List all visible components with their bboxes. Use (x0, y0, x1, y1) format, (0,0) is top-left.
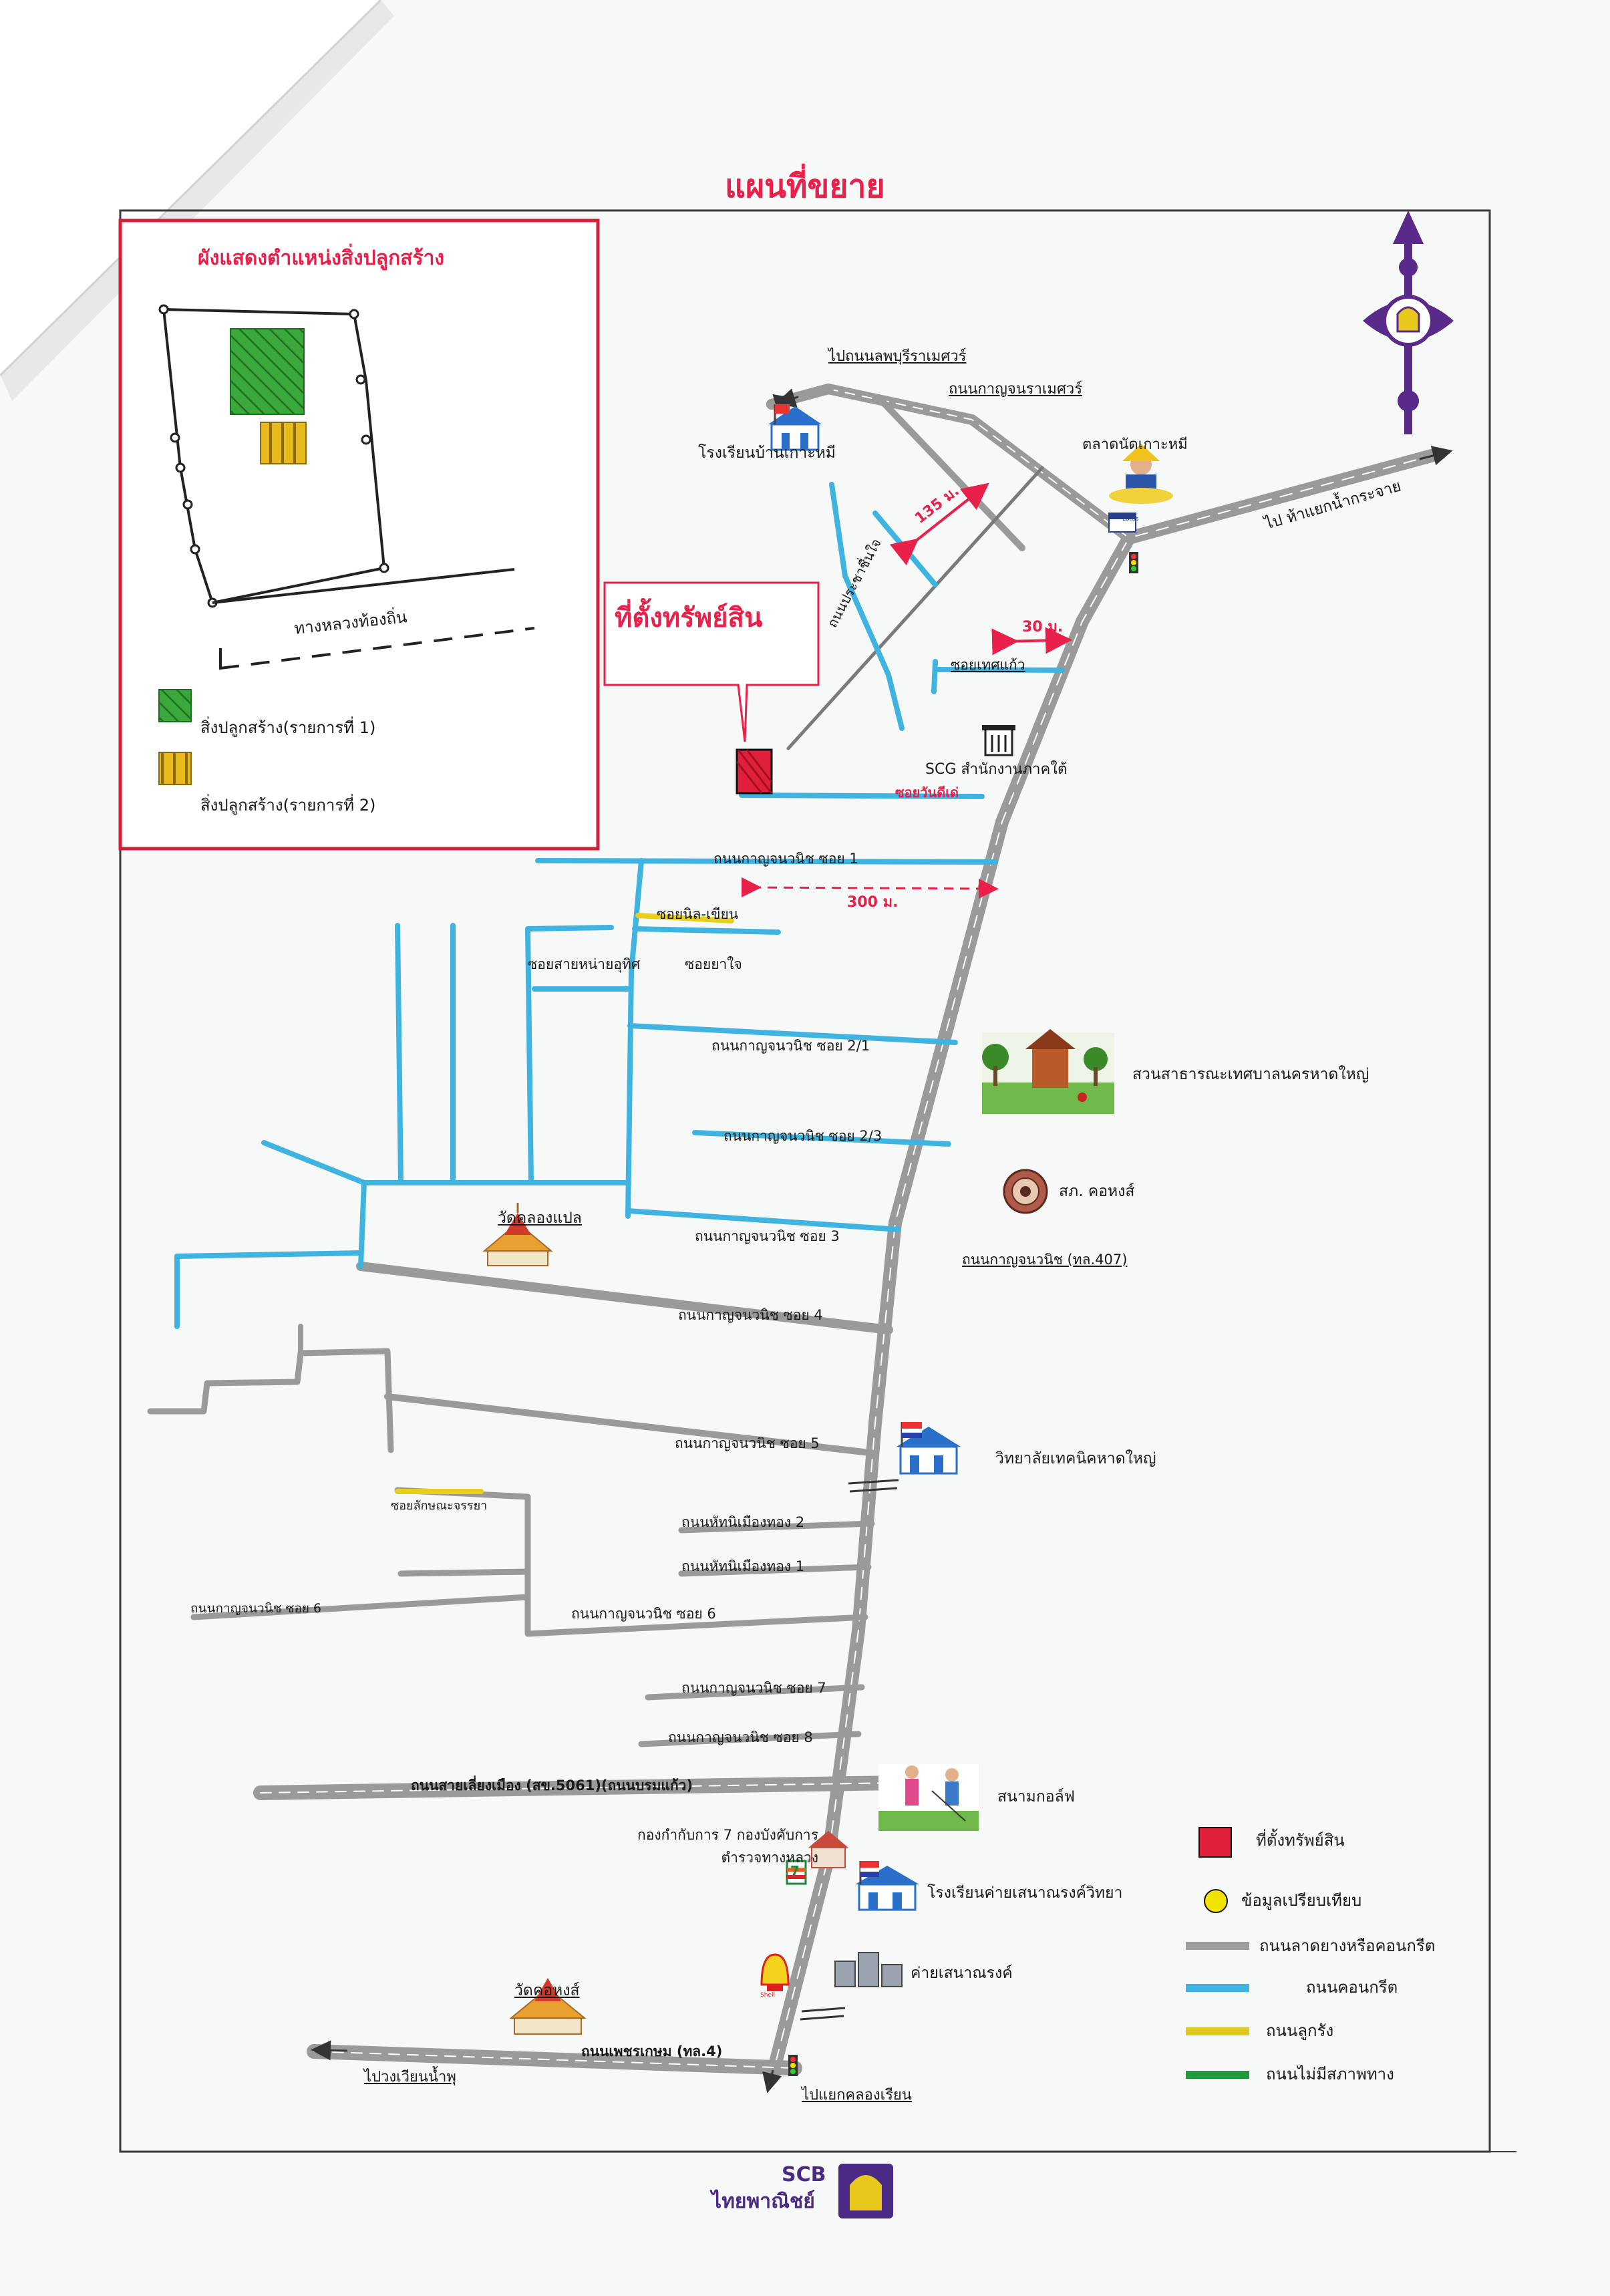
camp-school-icon (855, 1861, 919, 1911)
shell-icon (760, 1953, 790, 1991)
road-kw-soi8: ถนนกาญจนวนิช ซอย 8 (668, 1729, 813, 1745)
distance-markers (741, 482, 1072, 899)
distance-30: 30 ม. (1022, 619, 1064, 635)
road-sai-luang: ถนนสายเลี่ยงเมือง (สข.5061)(ถนนบรมแก้ว) (411, 1777, 693, 1793)
police-icon (1003, 1169, 1048, 1214)
legend-comparison: ข้อมูลเปรียบเทียบ (1241, 1891, 1362, 1910)
parcel-outline (162, 308, 386, 605)
building-1 (230, 328, 305, 415)
road-kw-soi2-1: ถนนกาญจนวนิช ซอย 2/1 (711, 1038, 870, 1054)
road-kw-soi6: ถนนกาญจนวนิช ซอย 6 (571, 1606, 716, 1622)
landmark-wat-kohong: วัดคอหงส์ (514, 1982, 580, 1999)
road-soi-lak: ซอยลักษณะจรรยา (391, 1499, 488, 1513)
road-to-khlong-rian: ไปแยกคลองเรียน (802, 2087, 912, 2104)
road-kw-soi6-left: ถนนกาญจนวนิช ซอย 6 (190, 1601, 322, 1616)
road-kw-soi1: ถนนกาญจนวนิช ซอย 1 (713, 851, 858, 867)
landmark-park: สวนสาธารณะเทศบาลนครหาดใหญ่ (1132, 1066, 1370, 1083)
seven-eleven-icon (786, 1860, 807, 1885)
landmark-police: สภ. คอหงส์ (1059, 1183, 1135, 1200)
scb-logo (838, 2164, 893, 2218)
landmark-market-kohmi: ตลาดนัดเกาะหมี (1082, 436, 1188, 453)
road-soi-wandee: ซอยวันดีเด่ (895, 784, 959, 801)
landmark-school-ban-kohmi: โรงเรียนบ้านเกาะหมี (698, 444, 836, 462)
camp-icon (834, 1952, 903, 1987)
legend-building-1-swatch (158, 689, 192, 722)
road-soi-thet-kaew: ซอยเทศแก้ว (951, 657, 1025, 673)
road-to-phuttharamet: ไปถนนลพบุรีราเมศวร์ (828, 348, 967, 365)
road-kw-main: ถนนกาญจนวนิช (ทล.407) (962, 1252, 1128, 1268)
landmark-technical-college: วิทยาลัยเทคนิคหาดใหญ่ (995, 1450, 1156, 1467)
building-2 (260, 422, 307, 464)
road-kw-soi5: ถนนกาญจนวนิช ซอย 5 (675, 1435, 820, 1451)
temple-kohong-icon (509, 1978, 587, 2035)
legend-property: ที่ตั้งทรัพย์สิน (1256, 1831, 1345, 1850)
landmark-camp: ค่ายเสนาณรงค์ (911, 1965, 1013, 1982)
legend-asphalt: ถนนลาดยางหรือคอนกรีต (1259, 1936, 1436, 1955)
inset-legend-2: สิ่งปลูกสร้าง(รายการที่ 2) (200, 796, 376, 815)
legend-laterite: ถนนลูกรัง (1266, 2021, 1334, 2040)
concrete-roads (174, 482, 1065, 1329)
bridge-marks (800, 1479, 899, 2021)
inset-title: ผังแสดงตำแหน่งสิ่งปลูกสร้าง (198, 247, 445, 270)
road-kw-soi4: ถนนกาญจนวนิช ซอย 4 (678, 1307, 823, 1323)
college-icon (897, 1422, 961, 1475)
park-icon (982, 1029, 1114, 1114)
road-soi-sai-nuai: ซอยสายหน่ายอุทิศ (528, 956, 641, 972)
road-hathakit-1: ถนนหัทนิเมืองทอง 1 (681, 1558, 805, 1574)
inset-frame (118, 219, 600, 851)
road-kw-soi3: ถนนกาญจนวนิช ซอย 3 (695, 1228, 840, 1244)
legend-symbols (1186, 1827, 1249, 2079)
landmark-lotus: Lotus (1122, 516, 1139, 523)
landmark-shell: Shell (760, 1992, 775, 1999)
temple-icon (482, 1203, 553, 1266)
landmark-seven-eleven: 7 (790, 1863, 800, 1879)
logo-thai-text: ไทยพาณิชย์ (711, 2190, 815, 2213)
logo-scb-text: SCB (782, 2163, 826, 2186)
legend-no-road: ถนนไม่มีสภาพทาง (1266, 2065, 1394, 2084)
landmark-highway-police: กองกำกับการ 7 กองบังคับการตำรวจทางหลวง (637, 1827, 818, 1866)
police-station-icon (808, 1831, 848, 1868)
laterite-roads (395, 913, 734, 1494)
road-soi-yaichai: ซอยยาใจ (685, 956, 742, 972)
road-kw-soi2-3: ถนนกาญจนวนิช ซอย 2/3 (723, 1128, 882, 1144)
golf-icon (878, 1764, 979, 1831)
inset-legend-1: สิ่งปลูกสร้าง(รายการที่ 1) (200, 718, 376, 737)
road-kanchanaramet: ถนนกาญจนราเมศวร์ (949, 381, 1083, 398)
legend-concrete: ถนนคอนกรีต (1306, 1978, 1398, 1997)
map-title: แผนที่ขยาย (725, 168, 885, 205)
distance-300: 300 ม. (847, 894, 899, 911)
road-kw-soi7: ถนนกาญจนวนิช ซอย 7 (681, 1680, 826, 1696)
road-soi-nin-kian: ซอยนิล-เขียน (657, 906, 739, 922)
market-icon (1108, 444, 1173, 533)
office-icon (982, 725, 1015, 756)
school-icon (768, 404, 822, 451)
road-to-pong-wian: ไปวงเวียนน้ำพุ (364, 2069, 456, 2086)
landmark-wat-khlong-plae: วัดคลองแปล (498, 1209, 582, 1227)
landmark-school-camp: โรงเรียนค่ายเสนาณรงค์วิทยา (927, 1884, 1123, 1902)
road-phetkasem: ถนนเพชรเกษม (ทล.4) (581, 2043, 723, 2059)
road-hathakit-2: ถนนหัทนิเมืองทอง 2 (681, 1514, 805, 1530)
compass-icon (1363, 210, 1454, 434)
property-callout-label: ที่ตั้งทรัพย์สิน (615, 603, 763, 633)
landmark-golf: สนามกอล์ฟ (997, 1788, 1075, 1806)
legend-building-2-swatch (158, 752, 192, 785)
property-callout (603, 581, 820, 795)
landmark-scg: SCG สำนักงานภาคใต้ (925, 761, 1068, 778)
